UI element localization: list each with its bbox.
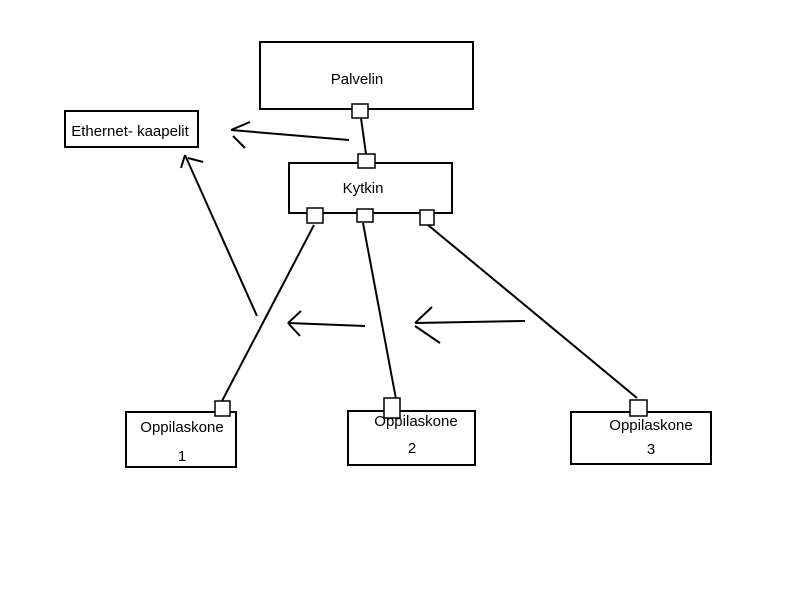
student2-number: 2 bbox=[408, 440, 416, 457]
student-computer-1[interactable]: Oppilaskone 1 bbox=[125, 411, 237, 468]
switch-port-3 bbox=[419, 209, 435, 226]
server-port bbox=[351, 103, 369, 119]
wire-switch-student1 bbox=[221, 224, 315, 402]
student-computer-2[interactable]: Oppilaskone 2 bbox=[347, 410, 476, 466]
arrow-wire-to-label-left bbox=[180, 154, 258, 317]
arrow-wire-student2 bbox=[287, 310, 366, 337]
switch-port-1 bbox=[306, 207, 324, 224]
switch-port-uplink bbox=[357, 153, 376, 169]
student1-port bbox=[214, 400, 231, 417]
student1-number: 1 bbox=[178, 448, 186, 465]
wire-switch-student3 bbox=[427, 224, 638, 399]
arrow-wire-to-label-top bbox=[230, 121, 350, 149]
student2-port bbox=[383, 397, 401, 419]
student3-label: Oppilaskone bbox=[609, 417, 692, 434]
student-computer-3[interactable]: Oppilaskone 3 bbox=[570, 411, 712, 465]
cable-label-text: Ethernet- kaapelit bbox=[71, 123, 189, 140]
switch-node[interactable]: Kytkin bbox=[288, 162, 453, 214]
student1-label: Oppilaskone bbox=[140, 419, 223, 436]
switch-label: Kytkin bbox=[343, 180, 384, 197]
student3-port bbox=[629, 399, 648, 417]
server-label: Palvelin bbox=[331, 71, 384, 88]
wire-server-switch bbox=[360, 117, 367, 155]
student3-number: 3 bbox=[647, 441, 655, 458]
wire-switch-student2 bbox=[362, 222, 397, 400]
cable-label-node: Ethernet- kaapelit bbox=[64, 110, 199, 148]
arrow-wire-student3 bbox=[414, 306, 526, 344]
switch-port-2 bbox=[356, 208, 374, 223]
server-node[interactable]: Palvelin bbox=[259, 41, 474, 110]
